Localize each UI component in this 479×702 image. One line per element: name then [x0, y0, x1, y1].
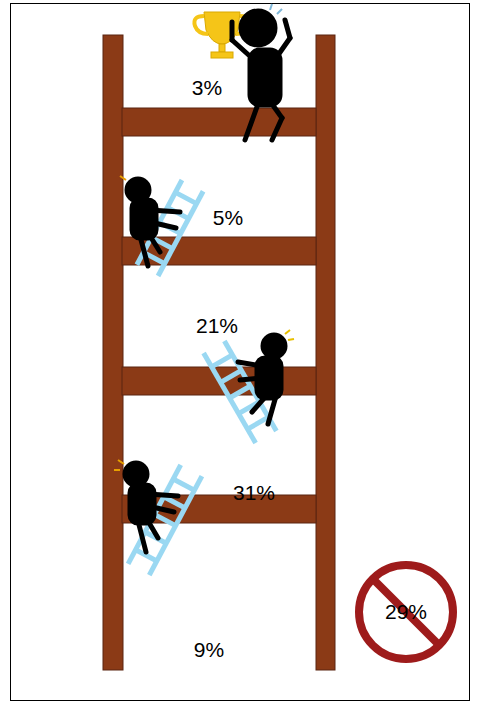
sparkle: [285, 330, 294, 340]
sparkle: [270, 4, 282, 14]
big-ladder: [103, 35, 335, 670]
percentage-label: 5%: [213, 206, 243, 230]
frame: [11, 4, 470, 701]
percentage-label: 3%: [192, 76, 222, 100]
percentage-label: 29%: [385, 600, 427, 624]
stick-figure: [127, 179, 180, 266]
stick-figure: [232, 11, 290, 140]
percentage-label: 9%: [194, 638, 224, 662]
percentage-label: 21%: [196, 314, 238, 338]
stick-figure: [238, 335, 285, 424]
prohibition-sign: 29%: [354, 560, 458, 664]
percentage-label: 31%: [233, 481, 275, 505]
sparkle: [114, 176, 126, 470]
stick-figure: [125, 463, 178, 552]
